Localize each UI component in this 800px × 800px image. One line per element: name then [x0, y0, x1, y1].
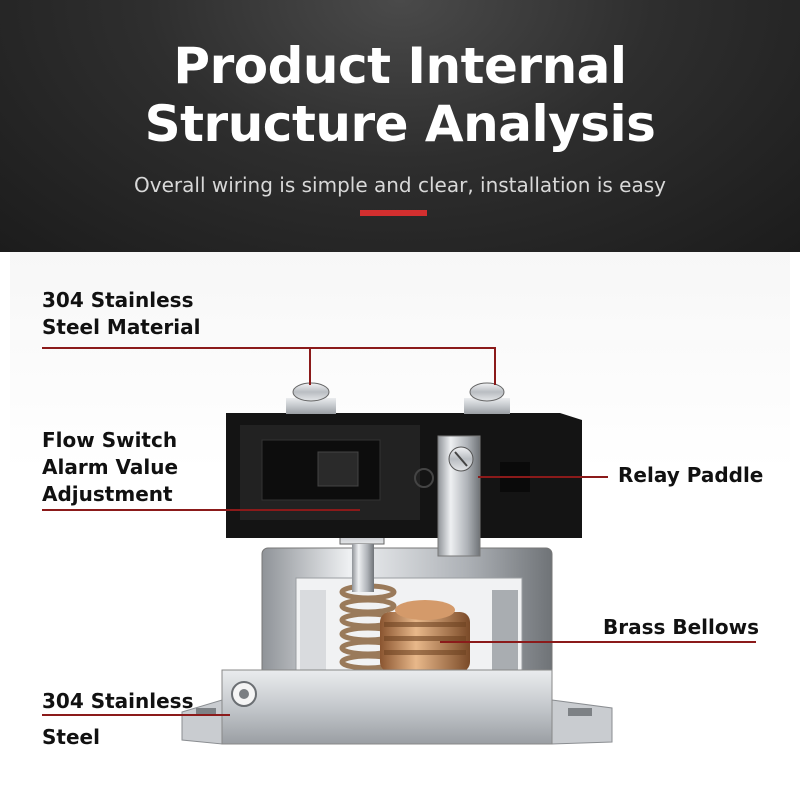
label-steel-material-line-2: Steel Material	[42, 315, 201, 339]
relay-paddle	[437, 435, 481, 557]
relay-body	[226, 413, 582, 538]
leader-line-flow-switch	[42, 509, 360, 511]
accent-bar	[360, 210, 427, 216]
label-steel-line-2: Steel	[42, 725, 100, 749]
label-flow-switch-line-2: Alarm Value	[42, 455, 179, 479]
leader-line-brass-bellows	[440, 641, 756, 643]
steel-base-plate	[221, 669, 553, 745]
leader-drop-left-screw	[309, 347, 311, 385]
label-brass-bellows: Brass Bellows	[603, 615, 760, 639]
label-steel-material-line-1: 304 Stainless	[42, 288, 194, 312]
leader-drop-right-screw	[494, 347, 496, 385]
header-banner: Product Internal Structure Analysis Over…	[0, 0, 800, 252]
terminal-screws	[286, 382, 510, 414]
leader-line-steel-material	[42, 347, 496, 349]
leader-line-relay-paddle	[478, 476, 608, 478]
leader-line-steel	[42, 714, 230, 716]
label-flow-switch-line-1: Flow Switch	[42, 428, 178, 452]
brass-bellows	[380, 600, 470, 672]
page-title-line-1: Product Internal	[173, 37, 627, 95]
label-relay-paddle: Relay Paddle	[618, 463, 764, 487]
page-title-line-2: Structure Analysis	[144, 95, 656, 153]
label-flow-switch-line-3: Adjustment	[42, 482, 173, 506]
label-steel-line-1: 304 Stainless	[42, 689, 194, 713]
page-subtitle: Overall wiring is simple and clear, inst…	[134, 173, 666, 197]
